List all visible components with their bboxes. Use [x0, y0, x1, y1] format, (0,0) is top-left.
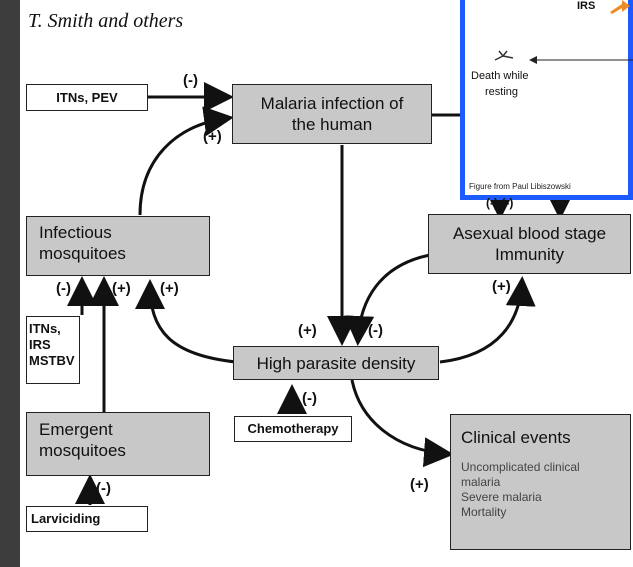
- box-itns-pev: ITNs, PEV: [26, 84, 148, 111]
- effect-label: (+): [410, 476, 429, 493]
- effect-label: (-): [56, 280, 71, 297]
- effect-label: (+): [492, 278, 511, 295]
- clinical-item: Uncomplicated clinical: [461, 460, 580, 474]
- asexual-line1: Asexual blood stage: [452, 224, 607, 243]
- box-asexual-immunity: Asexual blood stage Immunity: [428, 214, 631, 274]
- effect-label: (-): [183, 72, 198, 89]
- effect-label: (+): [160, 280, 179, 297]
- box-clinical-events: Clinical events Uncomplicated clinical m…: [450, 414, 631, 550]
- interventions-line1: ITNs,: [29, 321, 61, 336]
- clinical-item: Mortality: [461, 505, 507, 519]
- orange-arrow-icon: [610, 0, 630, 14]
- inset-effect-label: (-) (-): [486, 196, 514, 210]
- left-arrow-icon: [529, 56, 633, 64]
- interventions-line3: MSTBV: [29, 353, 75, 368]
- arrow-infectious-to-infection: [138, 106, 234, 216]
- malaria-infection-line1: Malaria infection of: [260, 94, 404, 113]
- box-chemotherapy: Chemotherapy: [234, 416, 352, 442]
- infectious-line2: mosquitoes: [39, 244, 126, 263]
- arrow-parasite-to-clinical: [350, 379, 454, 468]
- box-infectious-mosquitoes: Infectious mosquitoes: [26, 216, 210, 276]
- box-malaria-infection: Malaria infection of the human: [232, 84, 432, 144]
- mosquito-icon: [494, 50, 514, 61]
- arrow-parasite-to-asexual: [439, 276, 536, 364]
- infectious-line1: Infectious: [39, 223, 112, 242]
- arrow-parasite-to-infectious: [135, 279, 237, 364]
- inset-caption: Figure from Paul Libiszowski: [469, 182, 571, 191]
- arrow-asexual-to-parasite: [344, 253, 431, 346]
- box-high-parasite-density: High parasite density: [233, 346, 439, 380]
- clinical-item: malaria: [461, 475, 501, 489]
- emergent-line2: mosquitoes: [39, 441, 126, 460]
- box-interventions: ITNs, IRS MSTBV: [26, 316, 80, 384]
- interventions-line2: IRS: [29, 337, 51, 352]
- effect-label: (+): [112, 280, 131, 297]
- emergent-line1: Emergent: [39, 420, 113, 439]
- effect-label: (+): [298, 322, 317, 339]
- inset-figure: IRS Death while resting Figure from Paul…: [460, 0, 633, 200]
- effect-label: (-): [368, 322, 383, 339]
- author-line: T. Smith and others: [28, 10, 184, 32]
- malaria-infection-line2: the human: [291, 115, 373, 134]
- box-emergent-mosquitoes: Emergent mosquitoes: [26, 412, 210, 476]
- asexual-line2: Immunity: [495, 245, 564, 264]
- effect-label: (+): [203, 128, 222, 145]
- inset-death-line2: resting: [485, 86, 519, 98]
- effect-label: (-): [96, 480, 111, 497]
- effect-label: (-): [302, 390, 317, 407]
- clinical-title: Clinical events: [461, 428, 571, 447]
- clinical-item: Severe malaria: [461, 490, 542, 504]
- inset-irs-label: IRS: [577, 0, 596, 12]
- left-frame-bar: [0, 0, 20, 567]
- box-larviciding: Larviciding: [26, 506, 148, 532]
- inset-death-line1: Death while: [471, 70, 529, 82]
